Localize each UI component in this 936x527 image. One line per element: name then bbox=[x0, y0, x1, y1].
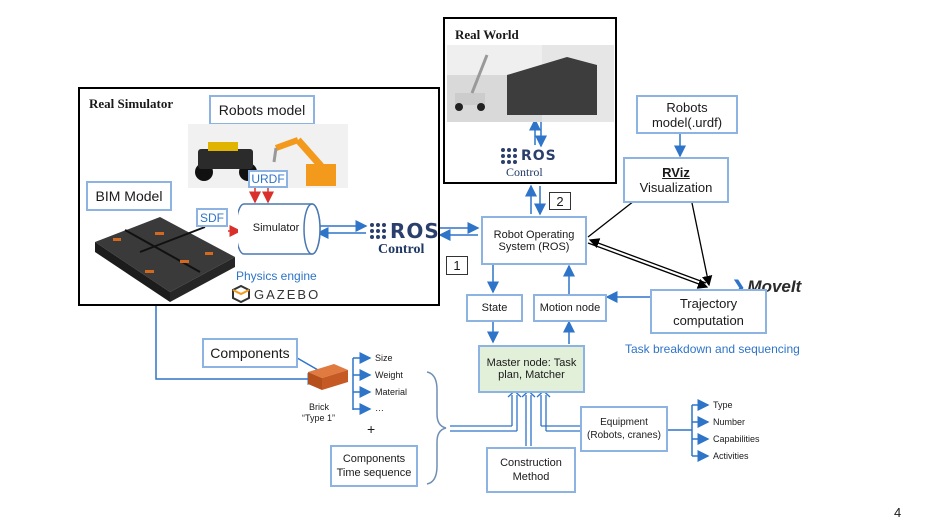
physics-engine-label: Physics engine bbox=[236, 269, 317, 283]
equipment-attr-activities: Activities bbox=[713, 451, 749, 461]
gazebo-text: GAZEBO bbox=[254, 286, 321, 302]
task-breakdown-label: Task breakdown and sequencing bbox=[625, 342, 800, 356]
components-time-sequence-box: Components Time sequence bbox=[330, 445, 418, 487]
ros-control-label: Control bbox=[378, 242, 425, 257]
ros-word: ROS bbox=[521, 148, 557, 164]
ros-logo-center: ROS bbox=[370, 219, 440, 243]
master-node-box: Master node: Task plan, Matcher bbox=[478, 345, 585, 393]
badge-two: 2 bbox=[549, 192, 571, 210]
ros-logo-real: ROS bbox=[501, 148, 557, 164]
motion-node-box: Motion node bbox=[533, 294, 607, 322]
arrow bbox=[587, 242, 709, 289]
bim-model-image bbox=[95, 217, 235, 302]
components-box: Components bbox=[202, 338, 298, 368]
brick-image bbox=[308, 364, 348, 390]
simulator-label: Simulator bbox=[252, 222, 300, 234]
plus-sign: + bbox=[367, 421, 376, 437]
robots-model-urdf-box: Robots model(.urdf) bbox=[636, 95, 738, 134]
state-box: State bbox=[466, 294, 523, 322]
arrow bbox=[588, 238, 707, 284]
brick-attr-size: Size bbox=[375, 353, 393, 363]
equipment-box: Equipment (Robots, cranes) bbox=[580, 406, 668, 452]
arrow bbox=[691, 202, 713, 287]
real-world-frame bbox=[443, 17, 617, 184]
ros-dots-icon bbox=[370, 223, 386, 239]
real-simulator-title: Real Simulator bbox=[89, 96, 174, 111]
brick-type: “Type 1” bbox=[302, 413, 336, 423]
construction-method-box: Construction Method bbox=[486, 447, 576, 493]
rviz-label: Visualization bbox=[639, 180, 713, 195]
robot-operating-system-box: Robot Operating System (ROS) bbox=[481, 216, 587, 265]
brick-attr-weight: Weight bbox=[375, 370, 403, 380]
rviz-box: RViz Visualization bbox=[623, 157, 729, 203]
ros-dots-icon bbox=[501, 148, 517, 164]
brick-attr-more: … bbox=[375, 403, 384, 413]
rviz-name: RViz bbox=[662, 165, 690, 180]
trajectory-box: Trajectory computation bbox=[650, 289, 767, 334]
ros-control-label-real: Control bbox=[506, 165, 543, 179]
simulator-cylinder bbox=[238, 203, 321, 255]
gazebo-logo: GAZEBO bbox=[232, 285, 320, 303]
brick-attr-material: Material bbox=[375, 387, 408, 397]
robots-model-box: Robots model bbox=[209, 95, 315, 125]
equipment-attr-capabilities: Capabilities bbox=[713, 434, 760, 444]
urdf-label: URDF bbox=[248, 170, 288, 188]
sdf-label: SDF bbox=[196, 208, 228, 227]
brick-name: Brick bbox=[309, 402, 329, 412]
badge-one: 1 bbox=[446, 256, 468, 275]
gazebo-icon bbox=[232, 285, 250, 303]
equipment-attr-number: Number bbox=[713, 417, 746, 427]
real-world-title: Real World bbox=[455, 27, 519, 42]
equipment-attr-type: Type bbox=[713, 400, 733, 410]
page-number: 4 bbox=[894, 505, 902, 520]
real-simulator-frame bbox=[78, 87, 440, 306]
bim-model-box: BIM Model bbox=[86, 181, 172, 211]
real-world-photo bbox=[447, 45, 614, 122]
ros-word: ROS bbox=[390, 219, 440, 243]
